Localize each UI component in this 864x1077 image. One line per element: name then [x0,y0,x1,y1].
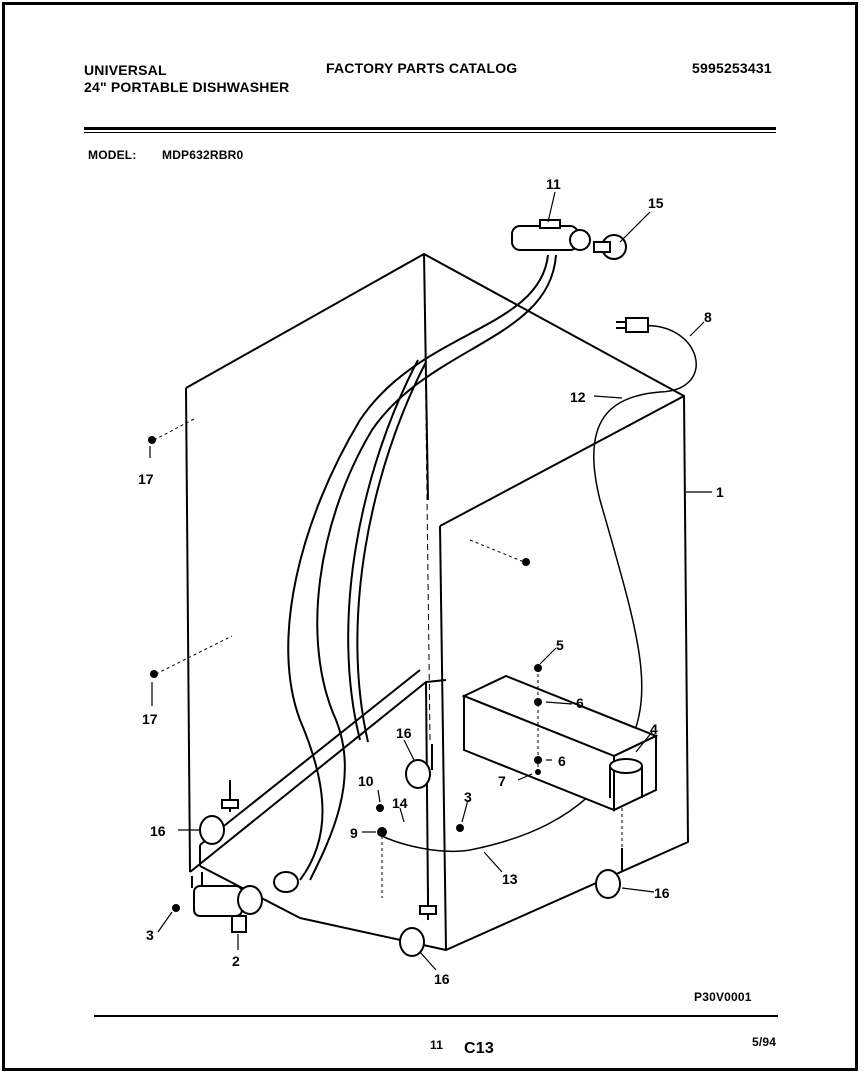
model-value: MDP632RBR0 [162,148,244,162]
leader-lines [149,191,712,971]
callout-3-left: 3 [146,927,154,943]
terminal-box [461,674,659,812]
power-cord [379,325,697,853]
callout-7: 7 [498,773,506,789]
callout-17-lower: 17 [142,711,158,727]
page-number: 11 [430,1038,444,1052]
callout-15: 15 [648,195,664,211]
figure-code: P30V0001 [694,990,752,1004]
hidden-edge [423,253,431,741]
callout-14: 14 [392,795,408,811]
callout-16-center: 16 [396,725,412,741]
water-valve [191,872,263,933]
caster-rear-left [199,780,239,845]
callout-13: 13 [502,871,518,887]
caster-front-left [399,888,437,957]
callout-1: 1 [716,484,724,500]
callout-11: 11 [546,176,561,192]
inlet-fitting [511,219,591,251]
callout-16-bottom: 16 [434,971,450,987]
product-name: 24" PORTABLE DISHWASHER [84,79,290,95]
model-label: MODEL: [88,148,137,162]
footer-divider [94,1015,778,1017]
callout-4: 4 [650,721,658,737]
brand-name: UNIVERSAL [84,62,167,78]
header-divider-thin [84,132,776,133]
callout-6-upper: 6 [576,695,584,711]
screws [148,436,542,912]
section-code: C13 [464,1040,494,1057]
callout-16-right: 16 [654,885,670,901]
cabinet-outline [185,253,689,951]
callout-12: 12 [570,389,586,405]
catalog-number: 5995253431 [692,60,772,76]
callout-5: 5 [556,637,564,653]
callout-3-center: 3 [464,789,472,805]
catalog-title: FACTORY PARTS CATALOG [326,60,518,76]
callout-17-upper: 17 [138,471,154,487]
power-plug [616,317,649,333]
callout-16-left: 16 [150,823,166,839]
callout-6-lower: 6 [558,753,566,769]
revision-date: 5/94 [752,1035,777,1049]
hoses [287,254,557,881]
caster-rear-right [405,744,433,789]
hose-cap [593,234,627,260]
callout-10: 10 [358,773,374,789]
callout-2: 2 [232,953,240,969]
callout-9: 9 [350,825,358,841]
hose-end [273,871,299,893]
assembly-lines [153,417,623,898]
header-divider [84,127,776,130]
caster-front-right [595,848,623,899]
casters [199,744,623,957]
callout-8: 8 [704,309,712,325]
